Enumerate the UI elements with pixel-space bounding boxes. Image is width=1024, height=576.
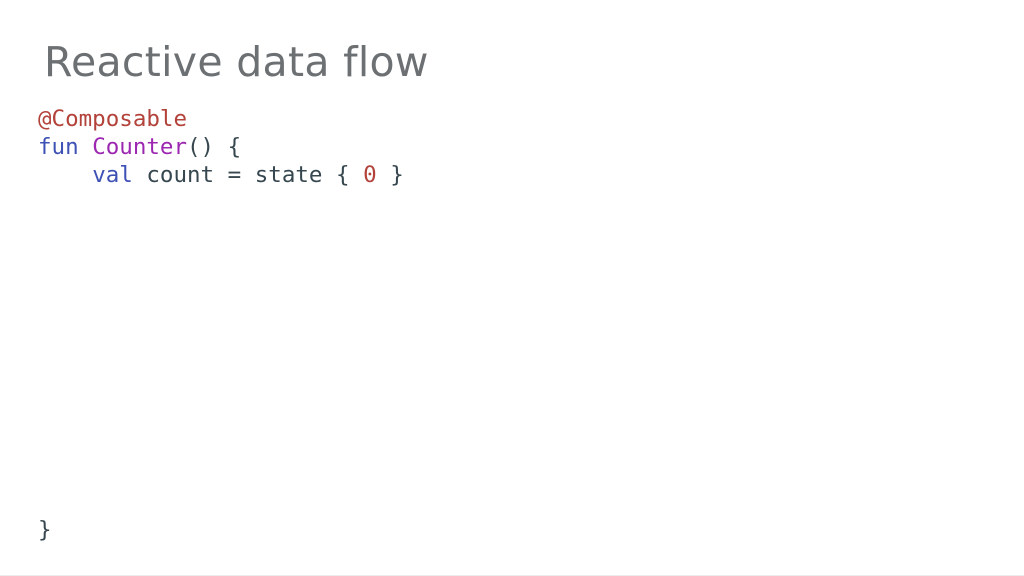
- token-keyword-val: val: [92, 162, 133, 188]
- closing-brace: }: [38, 516, 52, 544]
- code-line-val-count: val count = state { 0 }: [38, 161, 404, 189]
- token-space: [79, 134, 93, 160]
- token-count-assignment: count = state {: [132, 162, 364, 188]
- token-closing-brace: }: [38, 517, 52, 543]
- token-function-name: Counter: [92, 134, 188, 160]
- code-line-annotation: @Composable: [38, 105, 404, 133]
- token-annotation: @Composable: [38, 106, 188, 132]
- token-number-zero: 0: [363, 162, 377, 188]
- token-close-brace-inline: }: [376, 162, 404, 188]
- token-keyword-fun: fun: [38, 134, 79, 160]
- slide-title: Reactive data flow: [44, 38, 429, 86]
- token-parens-open-brace: () {: [187, 134, 242, 160]
- code-line-function-declaration: fun Counter() {: [38, 133, 404, 161]
- token-indent: [38, 162, 92, 188]
